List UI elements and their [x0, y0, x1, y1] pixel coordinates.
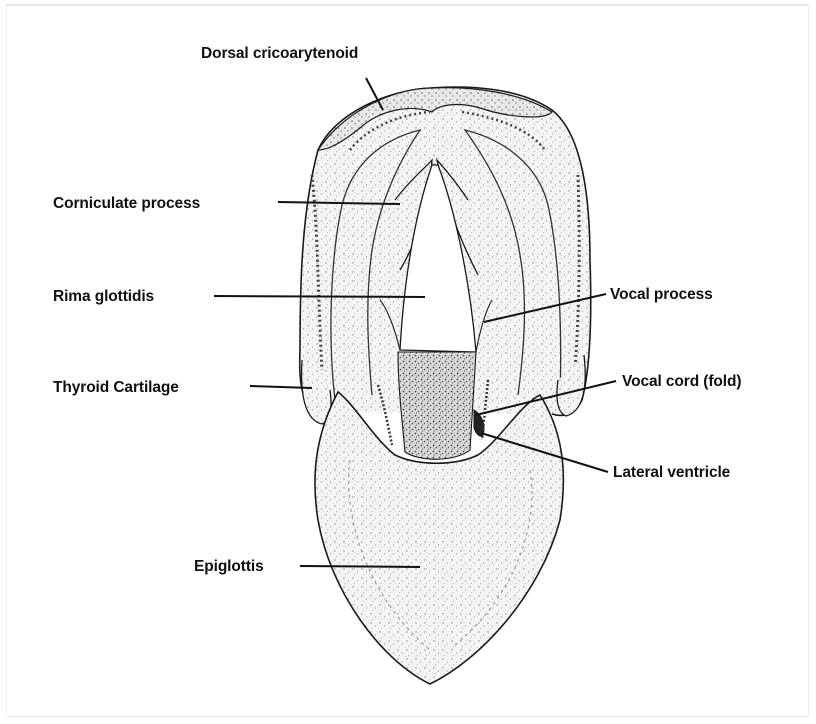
label-dorsal-cricoarytenoid: Dorsal cricoarytenoid	[201, 45, 358, 63]
leader-rima-glottidis	[214, 296, 425, 297]
label-corniculate-process: Corniculate process	[53, 195, 200, 213]
leader-epiglottis	[300, 566, 420, 567]
label-vocal-process: Vocal process	[610, 286, 713, 304]
label-vocal-cord: Vocal cord (fold)	[622, 373, 741, 391]
label-epiglottis: Epiglottis	[194, 558, 264, 576]
vocal-fold-shape	[398, 352, 476, 459]
label-thyroid-cartilage: Thyroid Cartilage	[53, 379, 179, 397]
label-rima-glottidis: Rima glottidis	[53, 288, 154, 306]
label-lateral-ventricle: Lateral ventricle	[613, 464, 730, 482]
